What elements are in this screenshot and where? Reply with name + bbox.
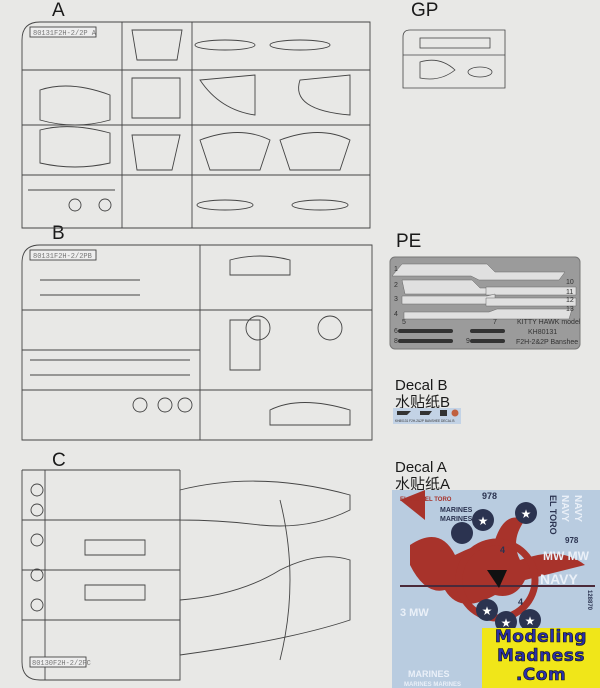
sprue-gp-label: GP — [411, 0, 439, 21]
decal-a-text: EL TORO — [400, 497, 427, 503]
pe-label: PE — [396, 231, 422, 252]
decal-a-text: MARINES MARINES — [404, 682, 461, 688]
pe-part-2: 2 — [394, 282, 398, 289]
sprue-c-label: C — [52, 450, 66, 471]
pe-part-13: 13 — [566, 306, 574, 313]
decal-a-text: NAVY — [559, 495, 570, 522]
svg-text:★: ★ — [521, 507, 532, 521]
decal-a-text: 978 — [565, 536, 579, 545]
pe-part-11: 11 — [566, 289, 573, 296]
decal-a-label-cn: 水贴纸A — [395, 476, 451, 493]
pe-name: F2H-2&2P Banshee — [516, 339, 578, 346]
pe-part-12: 12 — [566, 297, 574, 304]
sprue-gp — [402, 29, 506, 89]
decal-a-text: 4 — [518, 597, 523, 607]
decal-a-text: MW MW — [543, 549, 590, 563]
decal-a-text: NAVY — [572, 495, 583, 522]
pe-part-1: 1 — [394, 266, 398, 273]
pe-code: KH80131 — [528, 329, 557, 336]
decal-a-text: 978 — [482, 491, 497, 501]
pe-part-7: 7 — [493, 319, 497, 326]
sprue-b-tag: 80131F2H-2/2PB — [33, 253, 92, 261]
decal-a-text: EL TORO — [548, 495, 558, 535]
pe-part-6: 6 — [394, 328, 398, 335]
sprue-b — [21, 244, 373, 441]
svg-text:★: ★ — [525, 614, 536, 628]
decal-a-text: 128870 — [586, 590, 592, 611]
pe-part-9: 9 — [466, 338, 470, 345]
sprue-a-tag: 80131F2H-2/2P A — [33, 30, 97, 38]
pe-fret — [389, 256, 581, 350]
decal-a-label: Decal A — [395, 459, 447, 476]
decal-a-text: MARINES — [440, 507, 473, 514]
sprue-a — [21, 21, 371, 229]
decal-a-text: NAVY — [540, 571, 579, 587]
decal-b-label: Decal B — [395, 377, 448, 394]
decal-a-text: MARINES — [408, 669, 450, 679]
decal-b-sheet — [393, 408, 461, 424]
decal-a-text: 4 — [500, 545, 505, 555]
pe-part-3: 3 — [394, 296, 398, 303]
sprue-c — [21, 469, 351, 681]
pe-part-8: 8 — [394, 338, 398, 345]
decal-a-text: MARINES — [440, 516, 473, 523]
watermark-line2: Madness — [497, 646, 585, 666]
svg-text:★: ★ — [478, 514, 489, 528]
decal-a-text: EL TORO — [425, 497, 452, 503]
pe-part-4: 4 — [394, 311, 398, 318]
pe-brand: KITTY HAWK model — [517, 319, 581, 326]
sprue-c-tag: 80130F2H-2/2PC — [32, 660, 91, 668]
decal-a-markings: EL TORO EL TORO MARINES MARINES 978 NAVY… — [400, 491, 592, 688]
decal-a-text: 3 MW — [400, 607, 429, 619]
watermark-line3: .Com — [515, 665, 567, 685]
sprue-a-label: A — [52, 0, 65, 21]
svg-text:★: ★ — [482, 604, 493, 618]
decal-b-caption: KH80131 F2H-2&2P BANSHEE DECAL B — [395, 419, 455, 423]
pe-part-10: 10 — [566, 279, 574, 286]
modeling-madness-watermark: Modeling Madness .Com — [482, 627, 600, 688]
pe-part-5: 5 — [402, 319, 406, 326]
watermark-line1: Modeling — [494, 627, 588, 647]
svg-text:★: ★ — [501, 616, 512, 630]
decal-b-label-cn: 水贴纸B — [395, 394, 451, 411]
